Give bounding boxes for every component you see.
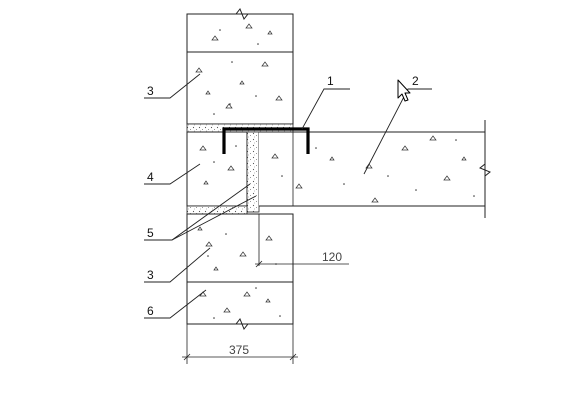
offset-dimension-text: 120	[322, 250, 342, 264]
label-6: 6	[147, 304, 154, 318]
width-dimension	[182, 324, 298, 364]
leader-4	[144, 163, 201, 185]
transverse-wall-2	[259, 131, 486, 207]
leader-2	[363, 88, 432, 175]
leader-5b	[171, 195, 257, 241]
middle-left-block-4	[186, 131, 248, 207]
label-2: 2	[412, 74, 419, 88]
label-1: 1	[327, 74, 334, 88]
upper-block-3	[186, 51, 294, 125]
mouse-pointer-icon	[397, 79, 411, 102]
leader-6	[144, 289, 207, 319]
right-break-mark	[479, 120, 491, 218]
upper-block-top	[186, 13, 294, 53]
leader-3-top	[144, 73, 201, 99]
leader-1	[301, 88, 350, 130]
lower-block-3	[186, 213, 294, 283]
label-4: 4	[147, 170, 154, 184]
label-3-bottom: 3	[147, 268, 154, 282]
leader-3-bottom	[144, 247, 211, 283]
offset-dimension	[255, 214, 349, 268]
top-break-mark	[187, 8, 293, 20]
concrete-aggregate-dots	[207, 29, 475, 319]
label-5: 5	[147, 226, 154, 240]
concrete-aggregate-marks	[195, 23, 467, 313]
label-3-top: 3	[147, 84, 154, 98]
width-dimension-text: 375	[229, 343, 249, 357]
leader-lines	[144, 73, 432, 319]
lower-block-6	[186, 281, 294, 325]
steel-channel-1	[222, 127, 310, 154]
bottom-break-mark	[187, 318, 293, 330]
